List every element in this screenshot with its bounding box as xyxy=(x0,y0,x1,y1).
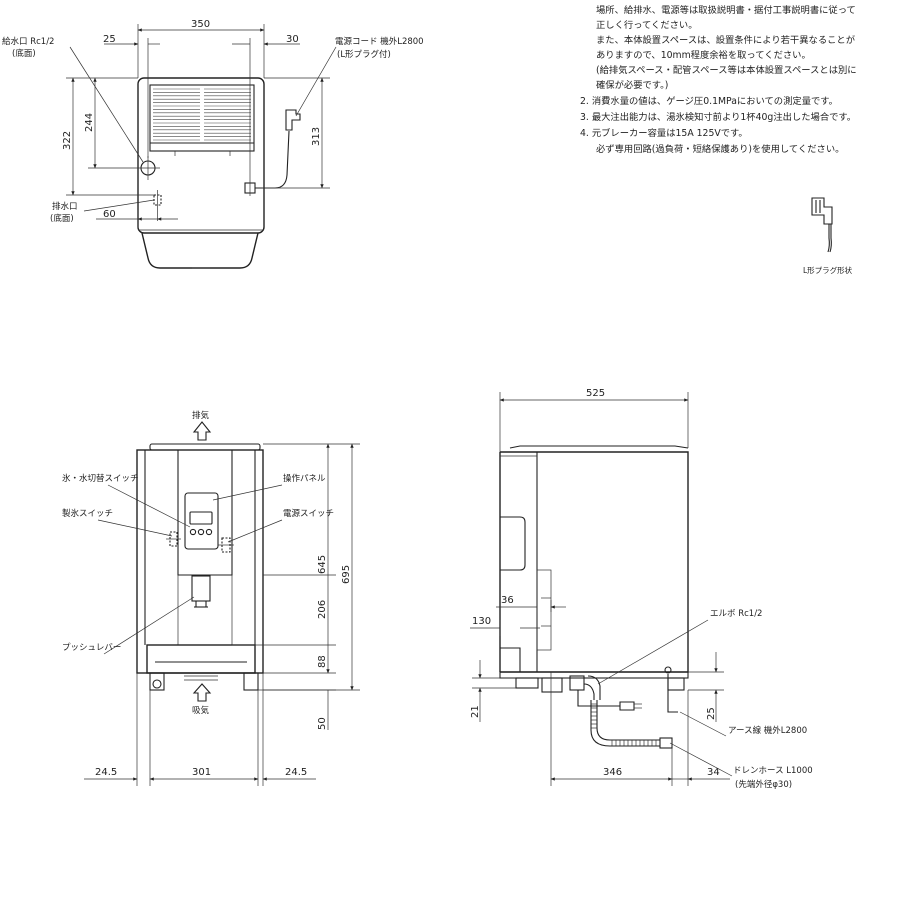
label-exhaust: 排気 xyxy=(192,410,210,421)
dim-side-130: 130 xyxy=(472,616,491,627)
label-power-cord: 電源コード 機外L2800 xyxy=(335,36,424,47)
top-view: 350 25 30 322 244 313 60 給水口 Rc1/2 (底面) xyxy=(2,19,424,269)
note-line-9: 4. 元ブレーカー容量は15A 125Vです。 xyxy=(580,127,748,139)
dim-front-695: 695 xyxy=(341,565,352,584)
dim-top-width: 350 xyxy=(191,19,210,30)
dim-top-left: 25 xyxy=(103,34,116,45)
label-elbow: エルボ Rc1/2 xyxy=(710,609,762,619)
label-water-inlet: 給水口 Rc1/2 xyxy=(2,36,54,47)
dim-side-depth: 525 xyxy=(586,388,605,399)
plug-caption: L形プラグ形状 xyxy=(803,265,853,275)
label-power-switch: 電源スイッチ xyxy=(283,509,334,519)
note-line-7: 2. 消費水量の値は、ゲージ圧0.1MPaにおいての測定量です。 xyxy=(580,95,838,107)
dim-front-right: 24.5 xyxy=(285,767,307,778)
label-intake: 吸気 xyxy=(192,705,210,716)
note-line-1: 場所、給排水、電源等は取扱説明書・据付工事説明書に従って xyxy=(596,4,856,16)
note-line-8: 3. 最大注出能力は、湯氷検知寸前より1杯40g注出した場合です。 xyxy=(580,111,856,123)
dim-top-244: 244 xyxy=(84,113,95,132)
dim-front-left: 24.5 xyxy=(95,767,117,778)
note-line-6: 確保が必要です。) xyxy=(596,79,668,91)
dim-side-21: 21 xyxy=(470,705,481,718)
label-drain-sub: (底面) xyxy=(50,213,74,224)
l-plug-detail: L形プラグ形状 xyxy=(803,197,853,275)
label-earth: アース線 機外L2800 xyxy=(728,725,807,736)
label-panel: 操作パネル xyxy=(283,473,326,484)
dim-top-322: 322 xyxy=(62,131,73,150)
note-line-3: また、本体設置スペースは、設置条件により若干異なることが xyxy=(596,34,856,46)
dim-front-206: 206 xyxy=(317,600,328,619)
label-ice-switch: 製氷スイッチ xyxy=(62,508,113,519)
dim-top-right: 30 xyxy=(286,34,299,45)
label-ice-water-switch: 氷・水切替スイッチ xyxy=(62,473,139,484)
dim-front-645: 645 xyxy=(317,555,328,574)
front-view: 排気 吸気 695 645 206 88 50 24.5 301 24.5 氷・… xyxy=(62,410,360,786)
label-drain: 排水口 xyxy=(52,201,78,212)
side-view: 525 36 130 21 25 346 34 エルボ Rc1/2 xyxy=(470,388,813,790)
note-line-4: ありますので、10mm程度余裕を取ってください。 xyxy=(596,49,811,61)
drain-hose-ribs xyxy=(591,703,657,746)
dim-top-313: 313 xyxy=(311,127,322,146)
dim-side-25: 25 xyxy=(706,707,717,720)
label-drain-hose: ドレンホース L1000 xyxy=(733,766,813,776)
dim-front-50: 50 xyxy=(317,717,328,730)
dim-side-34: 34 xyxy=(707,767,720,778)
label-power-cord-sub: (L形プラグ付) xyxy=(337,49,391,60)
note-line-10: 必ず専用回路(過負荷・短絡保護あり)を使用してください。 xyxy=(596,143,844,155)
dim-front-mid: 301 xyxy=(192,767,211,778)
dim-side-346: 346 xyxy=(603,767,622,778)
note-line-5: (給排気スペース・配管スペース等は本体設置スペースとは別に xyxy=(596,64,857,76)
label-push-lever: プッシュレバー xyxy=(62,643,121,653)
label-water-inlet-sub: (底面) xyxy=(12,48,36,59)
note-line-2: 正しく行ってください。 xyxy=(596,19,698,31)
label-drain-hose-sub: (先端外径φ30) xyxy=(735,779,792,790)
dim-side-36: 36 xyxy=(501,595,514,606)
dim-front-88: 88 xyxy=(317,655,328,668)
vent-grill xyxy=(153,88,251,141)
dim-top-60: 60 xyxy=(103,209,116,220)
notes-block: 場所、給排水、電源等は取扱説明書・据付工事説明書に従って 正しく行ってください。… xyxy=(580,4,857,155)
